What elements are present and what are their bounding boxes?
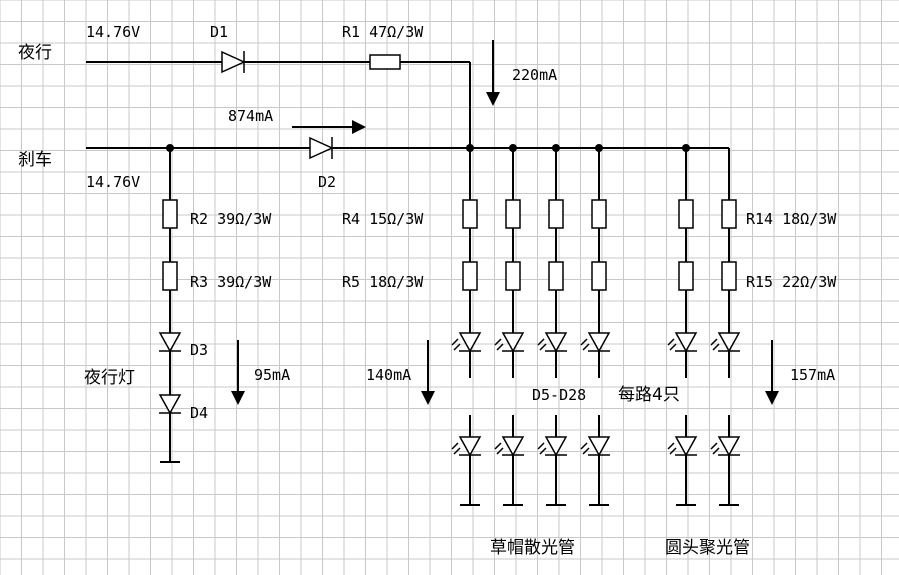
brake-input-label: 刹车 xyxy=(18,150,52,170)
led-branches xyxy=(451,148,741,506)
r5-label: R5 18Ω/3W xyxy=(342,273,424,291)
arrow-140ma xyxy=(421,340,435,405)
d2-label: D2 xyxy=(318,173,336,191)
resistor xyxy=(462,199,478,229)
led-branch xyxy=(451,148,482,506)
arrow-95ma xyxy=(231,340,245,405)
current-140-label: 140mA xyxy=(366,366,411,384)
led-diode xyxy=(451,436,482,457)
r4-label: R4 15Ω/3W xyxy=(342,210,424,228)
per-branch-label: 每路4只 xyxy=(618,385,680,405)
resistor xyxy=(721,199,737,229)
r14-label: R14 18Ω/3W xyxy=(746,210,837,228)
led-diode xyxy=(494,332,525,353)
resistor xyxy=(462,261,478,291)
night-lamp-branch xyxy=(158,148,182,463)
led-branch xyxy=(710,148,741,506)
arrow-874ma xyxy=(292,120,366,134)
led-branch xyxy=(667,148,698,506)
diode-d1 xyxy=(221,50,246,74)
led-diode xyxy=(494,436,525,457)
led-diode xyxy=(667,436,698,457)
round-head-label: 圆头聚光管 xyxy=(665,538,750,558)
resistor-r1 xyxy=(369,54,401,70)
d3-label: D3 xyxy=(190,341,208,359)
night-lamp-label: 夜行灯 xyxy=(84,368,135,388)
resistor xyxy=(678,199,694,229)
r1-label: R1 47Ω/3W xyxy=(342,23,424,41)
resistor xyxy=(505,199,521,229)
arrow-157ma xyxy=(765,340,779,405)
led-diode xyxy=(537,332,568,353)
diode-d2 xyxy=(309,136,334,160)
led-branch xyxy=(494,148,525,506)
arrow-220ma xyxy=(486,40,500,106)
night-input-label: 夜行 xyxy=(18,43,52,63)
r2-label: R2 39Ω/3W xyxy=(190,210,272,228)
led-diode xyxy=(580,436,611,457)
led-diode xyxy=(537,436,568,457)
resistor xyxy=(721,261,737,291)
resistor xyxy=(548,261,564,291)
d1-label: D1 xyxy=(210,23,228,41)
resistor xyxy=(505,261,521,291)
straw-hat-label: 草帽散光管 xyxy=(490,538,575,558)
current-220-label: 220mA xyxy=(512,66,557,84)
led-branch xyxy=(537,148,568,506)
current-157-label: 157mA xyxy=(790,366,835,384)
voltage-brake-label: 14.76V xyxy=(86,173,140,191)
voltage-top-label: 14.76V xyxy=(86,23,140,41)
current-95-label: 95mA xyxy=(254,366,290,384)
led-branch xyxy=(580,148,611,506)
led-diode xyxy=(580,332,611,353)
resistor xyxy=(678,261,694,291)
d5-d28-label: D5-D28 xyxy=(532,386,586,404)
led-diode xyxy=(451,332,482,353)
resistor xyxy=(591,261,607,291)
resistor xyxy=(591,199,607,229)
d4-label: D4 xyxy=(190,404,208,422)
r3-label: R3 39Ω/3W xyxy=(190,273,272,291)
led-diode xyxy=(710,332,741,353)
led-diode xyxy=(710,436,741,457)
r15-label: R15 22Ω/3W xyxy=(746,273,837,291)
current-874-label: 874mA xyxy=(228,107,273,125)
resistor xyxy=(548,199,564,229)
led-diode xyxy=(667,332,698,353)
